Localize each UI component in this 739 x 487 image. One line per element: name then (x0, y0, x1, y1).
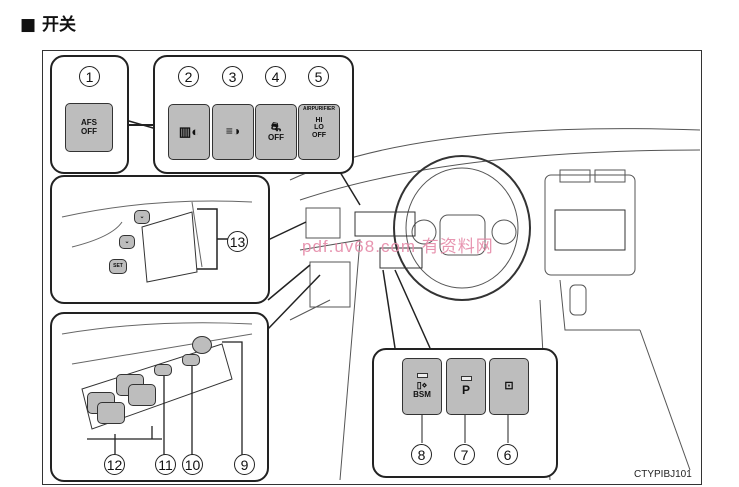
mirror-adjust-switch[interactable] (192, 336, 212, 354)
callout-switch-panel: 2 3 4 5 ▥◐ ≡◑ ⛐OFF AIRPURIFIER HI LO OFF (153, 55, 354, 174)
figure-frame (42, 50, 702, 485)
door-switch-drawing (61, 322, 253, 459)
vsc-off-label: OFF (268, 133, 284, 143)
callout-number: 3 (222, 66, 243, 87)
parking-assist-switch[interactable]: P (446, 358, 486, 415)
indicator-light (460, 375, 472, 381)
memory-button-1[interactable]: ⌄ (134, 210, 150, 224)
headlight-leveling-dial[interactable]: ▥◐ (168, 104, 210, 160)
air-purifier-hi: HI (315, 116, 323, 124)
bsm-switch[interactable]: ▯⋄BSM (402, 358, 442, 415)
door-panel-drawing (61, 200, 253, 283)
window-lock-switch[interactable] (182, 354, 200, 366)
air-purifier-switch[interactable]: AIRPURIFIER HI LO OFF (298, 104, 340, 160)
vsc-off-switch[interactable]: ⛐OFF (255, 104, 297, 160)
memory-set-button[interactable]: SET (109, 259, 127, 274)
callout-afs: 1 AFS OFF (50, 55, 129, 174)
afs-off-switch[interactable]: AFS OFF (65, 103, 113, 152)
air-purifier-off: OFF (312, 131, 326, 139)
leader-lines (421, 414, 509, 443)
bsm-icon: ▯⋄ (416, 380, 428, 391)
callout-number: 8 (411, 444, 432, 465)
callout-number: 6 (497, 444, 518, 465)
callout-number: 1 (79, 66, 100, 87)
indicator-light (416, 373, 428, 379)
memory-button-2[interactable]: ⌄ (119, 235, 135, 249)
callout-number: 9 (234, 454, 255, 475)
headlight-cleaner-icon: ≡◑ (225, 124, 241, 139)
afs-label: AFS OFF (81, 117, 97, 136)
rear-sunshade-switch[interactable]: ⊡ (489, 358, 529, 415)
window-switch-front-left[interactable] (97, 402, 125, 424)
parking-assist-label: P (461, 382, 470, 397)
callout-seat-memory: ⌄ ⌄ SET 13 (50, 175, 270, 304)
figure-code: CTYPIBJ101 (634, 469, 692, 480)
set-label: SET (113, 262, 123, 269)
window-switch-rear-right[interactable] (128, 384, 156, 406)
callout-number: 7 (454, 444, 475, 465)
door-lock-switch[interactable] (154, 364, 172, 376)
headlight-leveling-icon: ▥◐ (178, 123, 200, 139)
callout-number: 12 (104, 454, 125, 475)
callout-door-switches: 12 11 10 9 (50, 312, 269, 482)
callout-number: 2 (178, 66, 199, 87)
callout-number: 4 (265, 66, 286, 87)
sunshade-icon: ⊡ (504, 380, 514, 393)
bsm-label: BSM (413, 390, 431, 400)
callout-lower-switches: ▯⋄BSM P ⊡ 8 7 6 (372, 348, 558, 478)
callout-number: 10 (182, 454, 203, 475)
section-title: ■ 开关 (20, 15, 76, 35)
callout-number: 5 (308, 66, 329, 87)
headlight-cleaner-switch[interactable]: ≡◑ (212, 104, 254, 160)
air-purifier-lo: LO (314, 124, 324, 132)
watermark: pdf.uv68.com 有资料网 (302, 237, 494, 256)
callout-number: 11 (155, 454, 176, 475)
skid-car-icon: ⛐ (270, 120, 282, 134)
air-purifier-heading: AIRPURIFIER (303, 106, 335, 112)
callout-number: 13 (227, 231, 248, 252)
